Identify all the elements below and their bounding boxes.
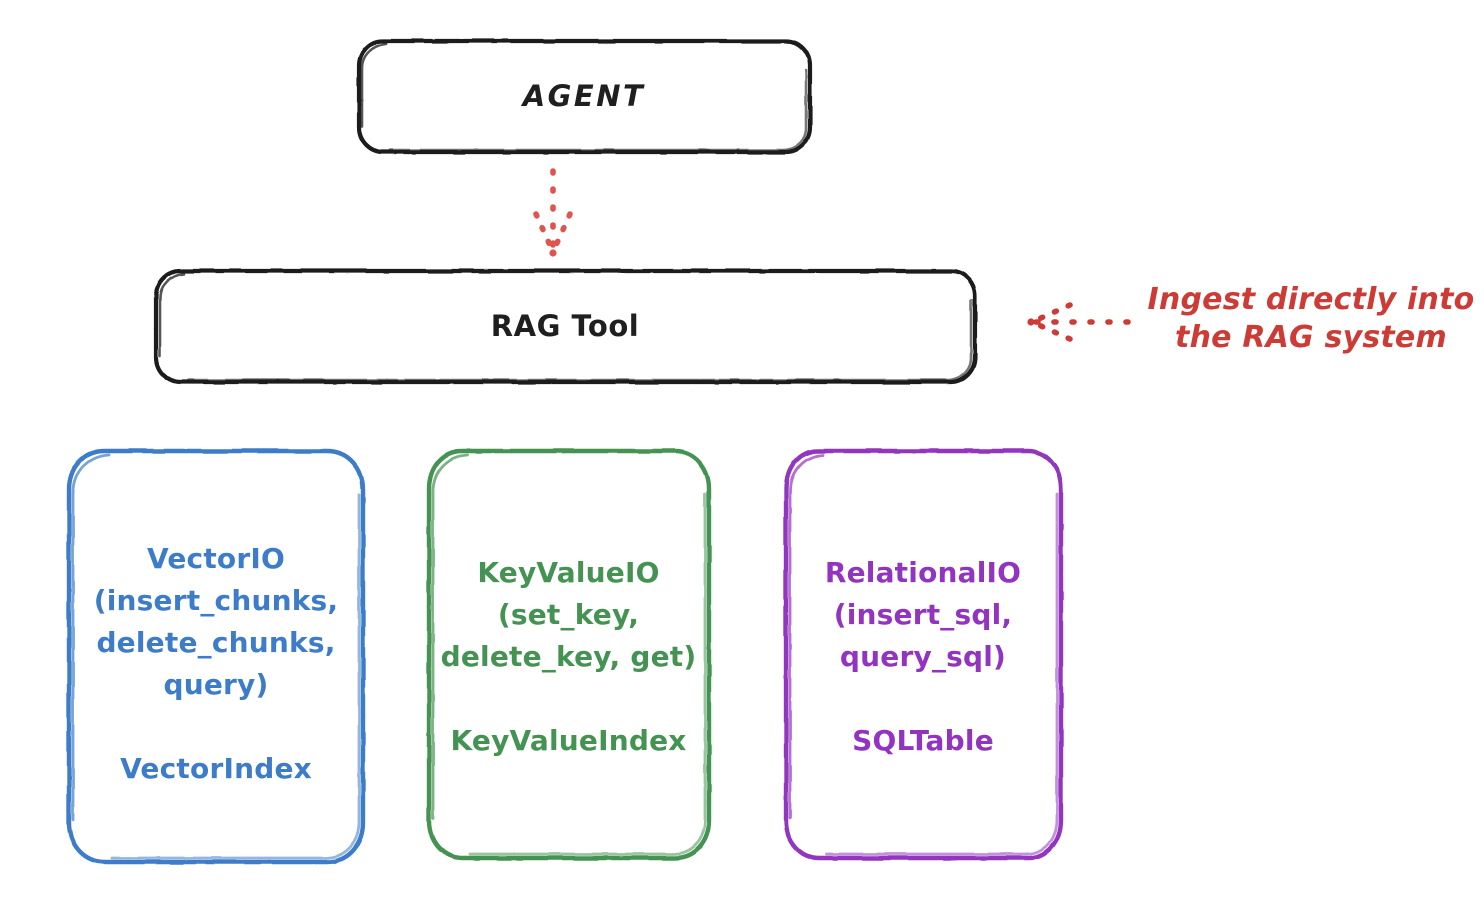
ingest-annotation-text: Ingest directly into the RAG system bbox=[1147, 282, 1475, 355]
vector-io-box-outline bbox=[66, 448, 366, 865]
agent-to-rag-connector bbox=[533, 168, 573, 257]
key-value-io-node[interactable]: KeyValueIO (set_key, delete_key, get) Ke… bbox=[428, 450, 709, 859]
agent-node[interactable]: AGENT bbox=[358, 40, 810, 153]
agent-box-outline bbox=[356, 38, 813, 155]
vector-io-node[interactable]: VectorIO (insert_chunks, delete_chunks, … bbox=[68, 450, 364, 863]
sql-table-label: SQLTable bbox=[852, 724, 994, 757]
relational-io-node[interactable]: RelationalIO (insert_sql, query_sql) SQL… bbox=[785, 450, 1061, 859]
relational-io-api-label: RelationalIO (insert_sql, query_sql) bbox=[824, 556, 1022, 673]
vector-index-label: VectorIndex bbox=[120, 752, 312, 785]
key-value-index-label: KeyValueIndex bbox=[450, 724, 687, 757]
key-value-io-api-label: KeyValueIO (set_key, delete_key, get) bbox=[440, 556, 697, 673]
key-value-io-box-outline bbox=[426, 448, 712, 861]
relational-io-box-outline bbox=[783, 448, 1064, 861]
rag-tool-box-outline bbox=[153, 268, 978, 385]
rag-tool-label: RAG Tool bbox=[490, 309, 640, 343]
vector-io-api-label: VectorIO (insert_chunks, delete_chunks, … bbox=[93, 542, 339, 701]
agent-label: AGENT bbox=[522, 79, 646, 113]
ingest-to-rag-connector bbox=[1027, 302, 1131, 342]
rag-tool-node[interactable]: RAG Tool bbox=[155, 270, 975, 383]
